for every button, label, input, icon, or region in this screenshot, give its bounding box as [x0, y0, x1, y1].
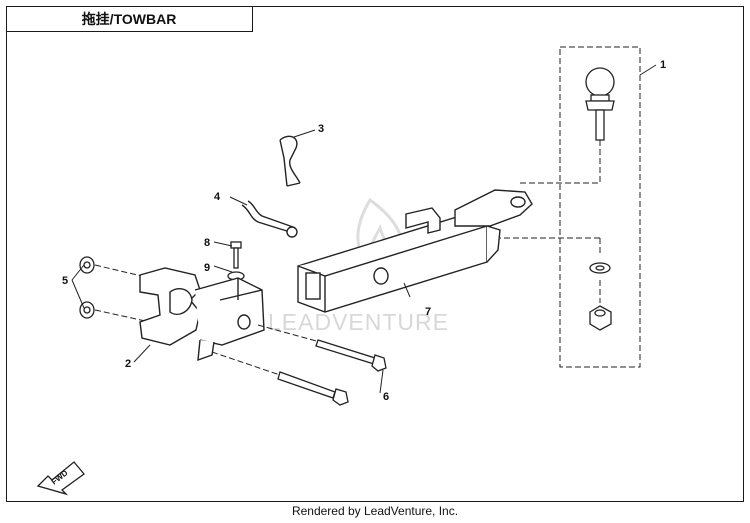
callout-3: 3 [318, 123, 324, 135]
callout-5: 5 [62, 275, 68, 287]
hitch-pin [241, 200, 298, 238]
bracket-bolt [230, 241, 242, 269]
footer-credit: Rendered by LeadVenture, Inc. [291, 504, 459, 518]
ball-nut [589, 305, 612, 331]
lock-washer [589, 262, 611, 274]
r-clip [279, 135, 301, 187]
callout-6: 6 [383, 391, 389, 403]
callout-8: 8 [204, 237, 210, 249]
callout-4: 4 [214, 191, 221, 203]
towbar-tube [297, 189, 533, 313]
callout-2: 2 [125, 358, 131, 370]
drawing-frame [6, 6, 744, 502]
callout-1: 1 [660, 59, 666, 71]
diagram-title: 拖挂/TOWBAR [6, 6, 253, 32]
hitch-ball [585, 67, 615, 141]
fwd-arrow-icon: FWD [36, 461, 85, 496]
leader-lines [71, 64, 657, 394]
washers [79, 256, 95, 319]
callout-7: 7 [425, 306, 431, 318]
watermark-text: LEADVENTURE [268, 309, 449, 335]
long-bolts [277, 339, 387, 406]
callout-9: 9 [204, 262, 210, 274]
assembly-box [559, 46, 641, 368]
mounting-bracket [139, 267, 265, 362]
